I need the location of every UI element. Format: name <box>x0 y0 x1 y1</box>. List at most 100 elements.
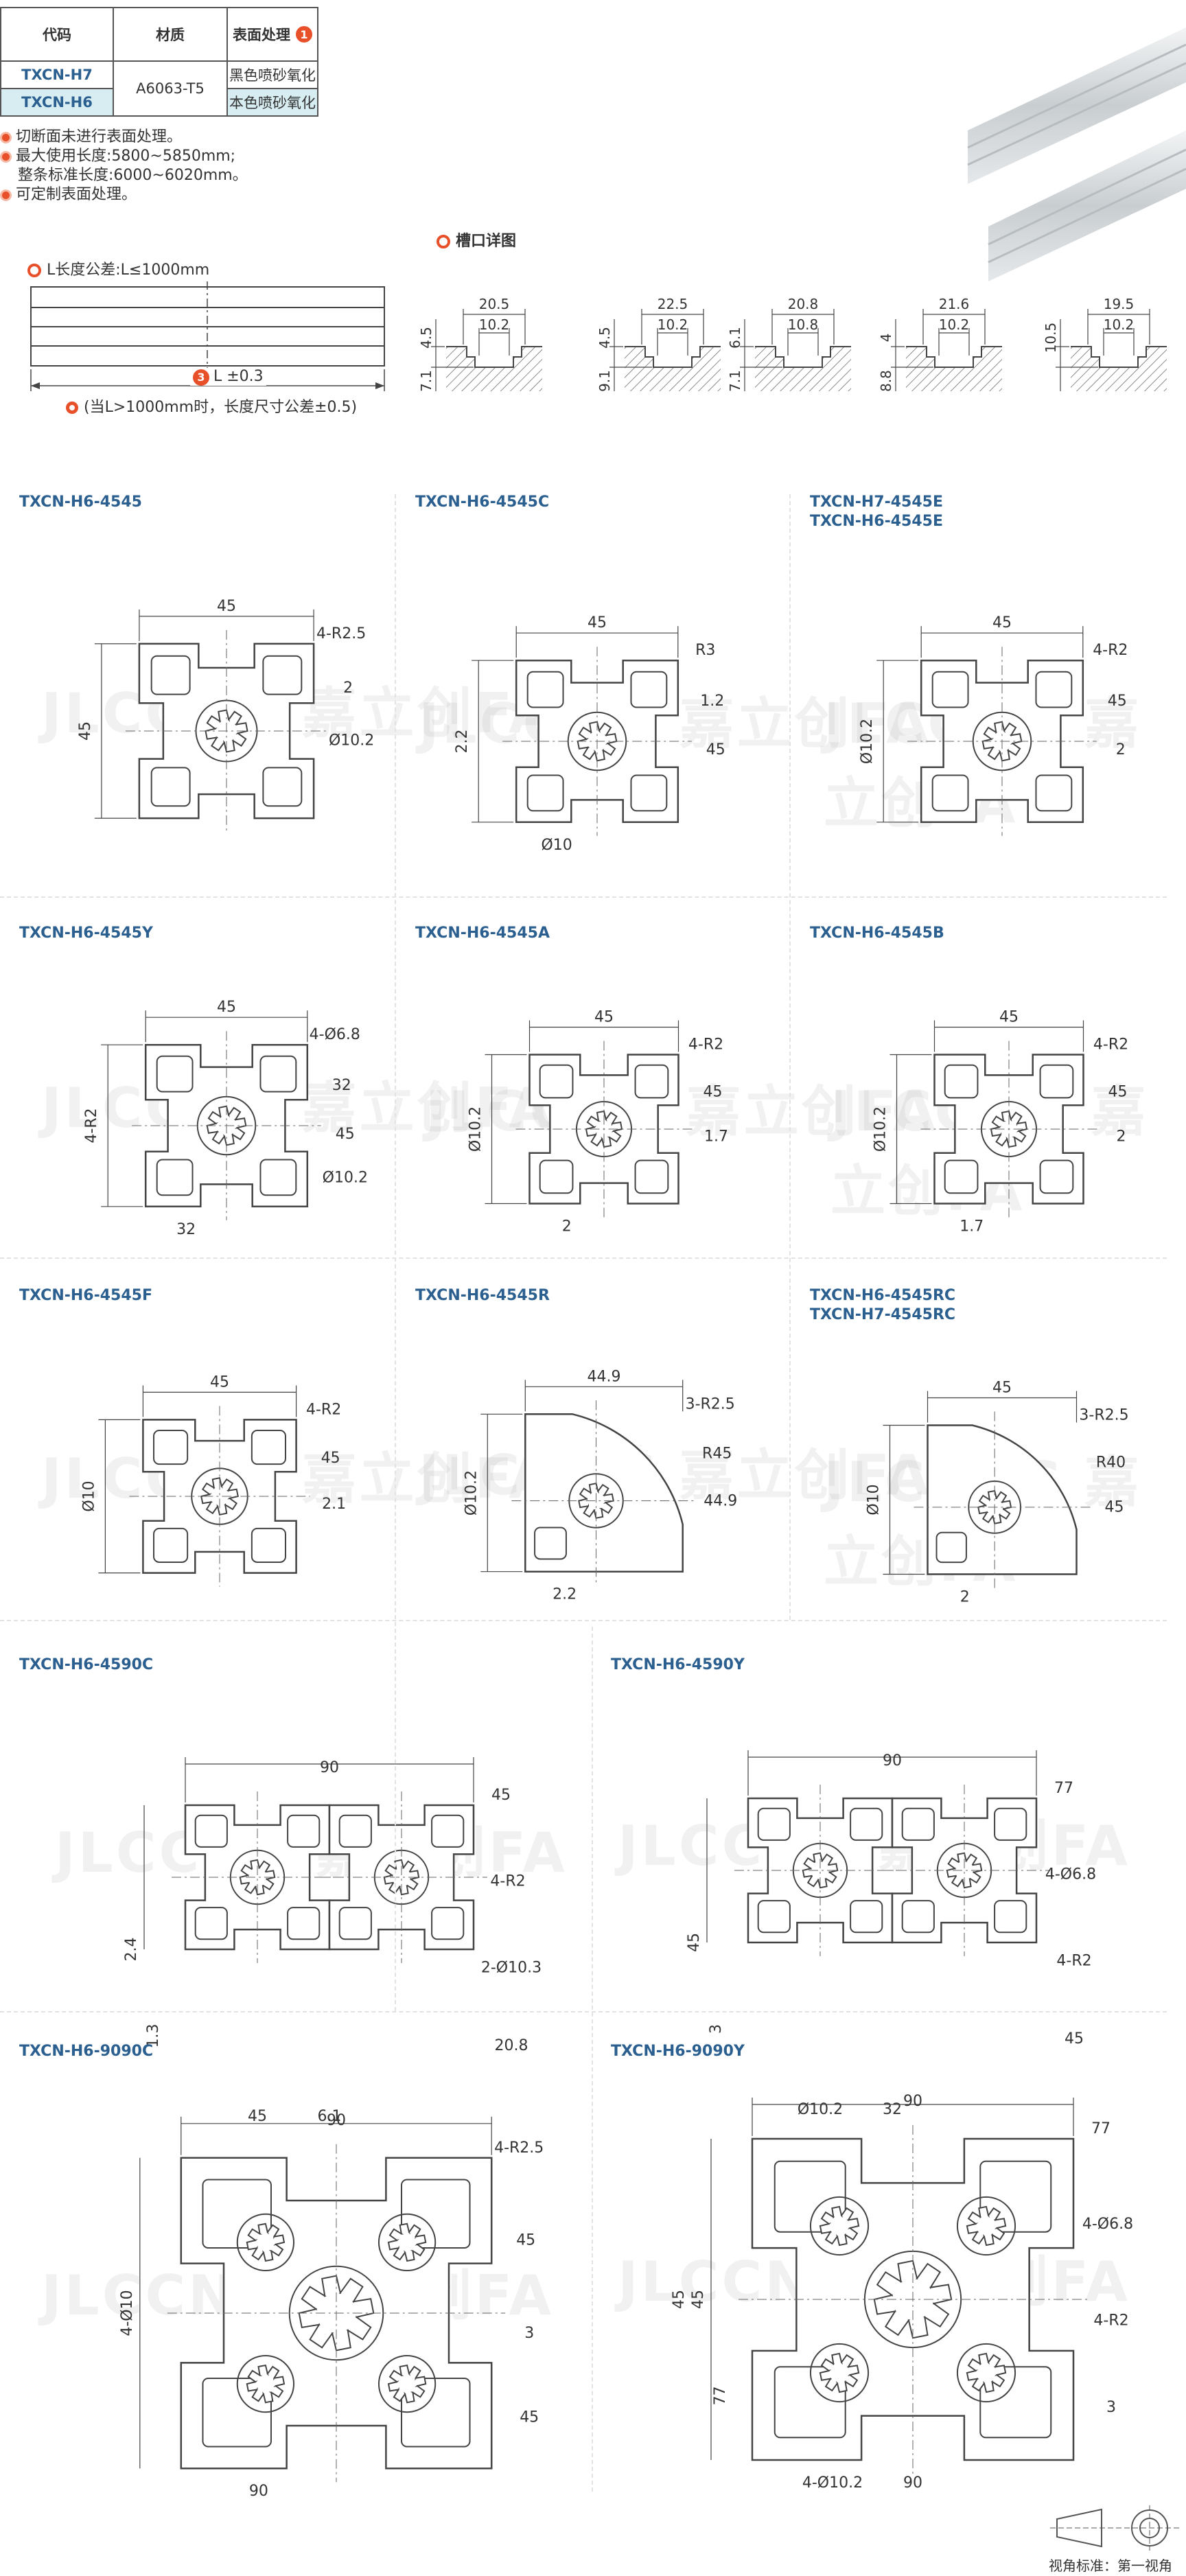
note-3: 整条标准长度:6000~6020mm。 <box>18 166 248 185</box>
dim-label: Ø10.2 <box>323 1169 368 1186</box>
note-3-text: 整条标准长度:6000~6020mm。 <box>18 167 248 184</box>
row-code-h6-label: TXCN-H6 <box>21 94 93 111</box>
header-badge: 1 <box>296 26 312 43</box>
dim-label: 77 <box>1091 2120 1111 2137</box>
dim-label: Ø10.2 <box>872 1106 890 1152</box>
dim-label: 2.4 <box>123 1938 140 1962</box>
dim-label: 20.8 <box>495 2037 528 2054</box>
dim-label: 1.2 <box>700 693 724 710</box>
slot-side1-dim: 6.1 <box>727 327 743 349</box>
dim-label: 1.7 <box>704 1128 728 1145</box>
row-surface-h7: 黑色喷砂氧化 <box>226 60 318 89</box>
dim-label: R3 <box>695 642 715 659</box>
dim-label: 90 <box>883 1752 902 1769</box>
spec-table: 代码 材质 表面处理 1 TXCN-H7 TXCN-H6 A6063-T5 黑色喷… <box>0 7 318 117</box>
product-photo <box>967 27 1186 281</box>
dim-label: 45 <box>594 1009 614 1026</box>
divider <box>0 1257 1167 1259</box>
dim-label: 2-Ø10.3 <box>481 1960 542 1977</box>
dim-label: Ø10 <box>80 1481 97 1511</box>
dim-label: 45 <box>520 2409 539 2426</box>
dim-label: 32 <box>332 1077 351 1094</box>
slot-side1-dim: 4.5 <box>418 327 434 349</box>
dim-label: 4-R2 <box>490 1873 525 1890</box>
dim-label: 45 <box>588 614 607 631</box>
dim-label: 4-R2 <box>83 1108 100 1143</box>
dim-label: 4-R2.5 <box>494 2139 544 2157</box>
slot-side2-dim: 8.8 <box>878 370 894 392</box>
dim-label: 90 <box>320 1759 339 1776</box>
dim-label: 45 <box>77 721 94 741</box>
length-tolerance: L长度公差:L≤1000mm <box>27 257 209 279</box>
profile-title: TXCN-H6-4545B <box>810 925 944 942</box>
dim-label: 44.9 <box>704 1492 737 1509</box>
ring-icon <box>437 235 450 248</box>
dim-label: 45 <box>999 1009 1019 1026</box>
bullet-icon <box>0 131 12 143</box>
profile-bar-2 <box>988 130 1186 281</box>
profile-title: TXCN-H6-9090Y <box>611 2043 745 2060</box>
slot-mid-dim: 10.2 <box>1104 316 1135 333</box>
header-material: 材质 <box>113 7 228 62</box>
dim-label: Ø10.2 <box>859 719 876 764</box>
length-dim-label: L ±0.3 <box>213 368 264 385</box>
dim-label: 2 <box>1117 1128 1126 1145</box>
divider <box>789 494 791 1620</box>
dim-label: 1.3 <box>145 2024 162 2048</box>
dim-label: 4-R2 <box>688 1036 723 1054</box>
dim-label: 4-Ø10.2 <box>802 2474 863 2492</box>
header-surface: 表面处理 1 <box>226 7 318 62</box>
dim-label: Ø10.2 <box>467 1106 485 1152</box>
divider <box>592 1627 593 2492</box>
length-footnote-text: (当L>1000mm时，长度尺寸公差±0.5) <box>84 399 358 416</box>
profile-title: TXCN-H6-4545Y <box>19 925 153 942</box>
dim-label: 77 <box>1054 1780 1073 1797</box>
profile-title: TXCN-H6-4545RC <box>810 1287 956 1304</box>
note-4: 可定制表面处理。 <box>0 185 137 205</box>
slot-side2-dim: 9.1 <box>596 370 613 392</box>
slot-side1-dim: 4 <box>878 334 894 343</box>
dim-label: Ø10.2 <box>329 732 374 749</box>
length-footnote: (当L>1000mm时，长度尺寸公差±0.5) <box>66 395 357 417</box>
bullet-icon <box>0 150 12 163</box>
dim-label: 45 <box>706 741 725 758</box>
dim-label: 77 <box>712 2386 729 2405</box>
dim-label: 45 <box>1108 693 1127 710</box>
header-code: 代码 <box>0 7 114 62</box>
dim-label: 4-Ø6.8 <box>310 1026 360 1043</box>
dim-label: 45 <box>992 1380 1012 1397</box>
dim-label: 4-Ø10 <box>119 2290 136 2336</box>
dim-label: 90 <box>327 2112 346 2129</box>
profile-title: TXCN-H6-9090C <box>19 2043 154 2060</box>
profile-title: TXCN-H6-4545R <box>415 1287 550 1304</box>
length-diagram <box>30 281 385 391</box>
slot-detail-title: 槽口详图 <box>437 229 516 251</box>
dim-label: 90 <box>249 2483 268 2500</box>
material-cell: A6063-T5 <box>113 60 228 117</box>
length-badge: 3 <box>193 369 209 386</box>
profile-title: TXCN-H6-4545A <box>415 925 550 942</box>
dim-label: 32 <box>176 1221 196 1238</box>
slot-detail-title-text: 槽口详图 <box>456 233 517 250</box>
dim-label: 4-R2.5 <box>316 625 366 642</box>
slot-top-dim: 19.5 <box>1104 296 1135 312</box>
dim-label: 2.1 <box>322 1496 346 1513</box>
row-code-h7: TXCN-H7 <box>0 60 114 89</box>
header-surface-label: 表面处理 <box>233 27 290 43</box>
dim-label: 45 <box>217 598 236 615</box>
header-code-label: 代码 <box>43 27 71 43</box>
dim-label: 45 <box>1065 2030 1084 2047</box>
row-code-h6: TXCN-H6 <box>0 88 114 117</box>
slot-top-dim: 22.5 <box>658 296 688 312</box>
dim-label: 45 <box>217 999 236 1016</box>
dim-label: 90 <box>903 2474 922 2492</box>
